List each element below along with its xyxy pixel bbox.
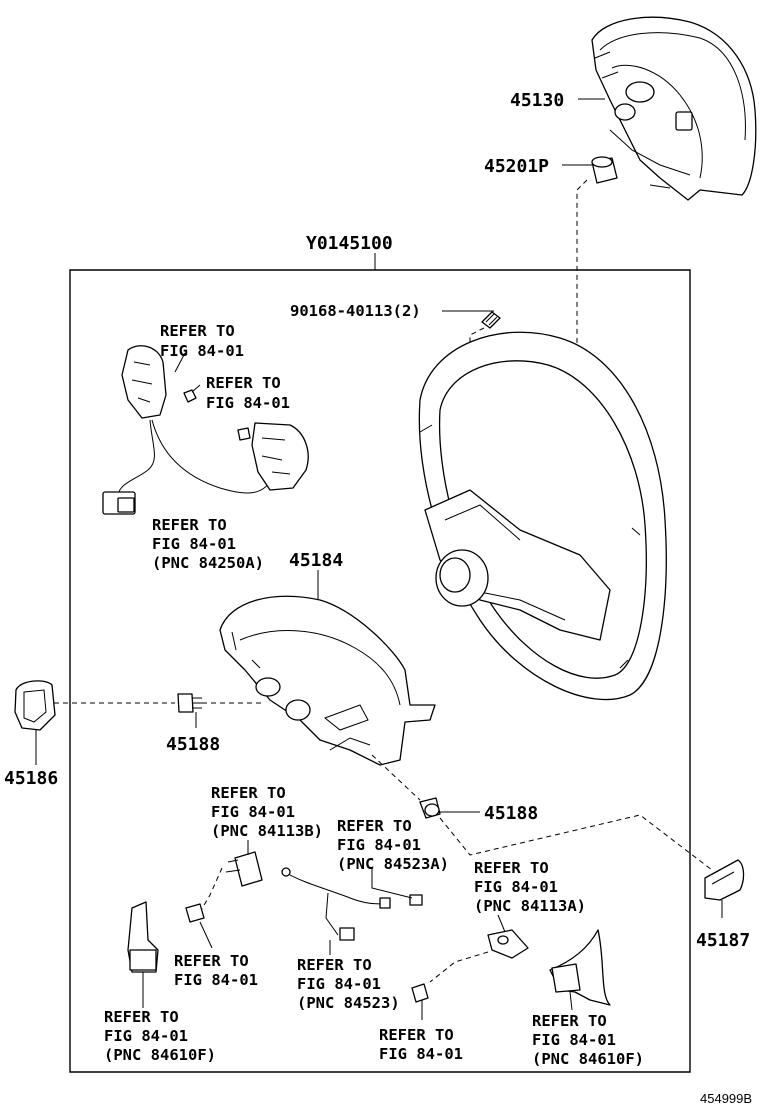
left-cover: 45186 (4, 680, 262, 789)
refer-11-line2: FIG 84-01 (532, 1031, 616, 1049)
wheel-bolt: 90168-40113(2) (290, 302, 501, 345)
refer-7-line1: REFER TO (174, 952, 249, 970)
refer-7-line2: FIG 84-01 (174, 971, 258, 989)
airbag-assembly: 45130 (510, 16, 757, 201)
refer-4-line2: FIG 84-01 (211, 803, 295, 821)
refer-9-line1: REFER TO (104, 1008, 179, 1026)
refer-2-line1: REFER TO (206, 374, 281, 392)
refer-4-line1: REFER TO (211, 784, 286, 802)
lower-cover: 45184 (219, 550, 436, 766)
refer-5-line1: REFER TO (337, 817, 412, 835)
refer-10-line1: REFER TO (379, 1026, 454, 1044)
refer-8-line1: REFER TO (297, 956, 372, 974)
screw-left-part-number: 45188 (166, 734, 220, 755)
refer-9-line3: (PNC 84610F) (104, 1046, 216, 1064)
refer-label-6: REFER TO FIG 84-01 (PNC 84113A) (474, 859, 586, 915)
refer-label-1: REFER TO FIG 84-01 (160, 322, 244, 360)
refer-3-line1: REFER TO (152, 516, 227, 534)
steering-wheel (418, 331, 667, 701)
right-cover: 45187 (696, 859, 750, 951)
figure-id: 454999B (700, 1091, 752, 1106)
refer-5-line2: FIG 84-01 (337, 836, 421, 854)
lower-cover-part-number: 45184 (289, 550, 343, 571)
screw-left: 45188 (166, 693, 220, 755)
refer-3-line3: (PNC 84250A) (152, 554, 264, 572)
refer-3-line2: FIG 84-01 (152, 535, 236, 553)
refer-10-line2: FIG 84-01 (379, 1045, 463, 1063)
refer-label-2: REFER TO FIG 84-01 (206, 374, 290, 412)
refer-8-line3: (PNC 84523) (297, 994, 400, 1012)
lower-switch-parts (127, 840, 611, 1020)
refer-4-line3: (PNC 84113B) (211, 822, 323, 840)
refer-8-line2: FIG 84-01 (297, 975, 381, 993)
screw-right: 45188 (371, 754, 713, 871)
refer-label-4: REFER TO FIG 84-01 (PNC 84113B) (211, 784, 323, 840)
refer-label-9: REFER TO FIG 84-01 (PNC 84610F) (104, 1008, 216, 1064)
refer-2-line2: FIG 84-01 (206, 394, 290, 412)
refer-9-line2: FIG 84-01 (104, 1027, 188, 1045)
airbag-part-number: 45130 (510, 90, 564, 111)
assembly-number-label: Y0145100 (306, 233, 393, 254)
refer-label-10: REFER TO FIG 84-01 (379, 1026, 463, 1063)
switch-harness (102, 345, 309, 515)
refer-5-line3: (PNC 84523A) (337, 855, 449, 873)
refer-6-line2: FIG 84-01 (474, 878, 558, 896)
refer-1-line1: REFER TO (160, 322, 235, 340)
left-cover-part-number: 45186 (4, 768, 58, 789)
bushing-part-number: 45201P (484, 156, 549, 177)
refer-1-line2: FIG 84-01 (160, 342, 244, 360)
refer-6-line3: (PNC 84113A) (474, 897, 586, 915)
assembly-frame: Y0145100 (69, 233, 691, 1073)
bolt-part-number: 90168-40113(2) (290, 302, 421, 320)
refer-label-5: REFER TO FIG 84-01 (PNC 84523A) (337, 817, 449, 873)
refer-label-3: REFER TO FIG 84-01 (PNC 84250A) (152, 516, 264, 572)
refer-11-line1: REFER TO (532, 1012, 607, 1030)
right-cover-part-number: 45187 (696, 930, 750, 951)
refer-label-8: REFER TO FIG 84-01 (PNC 84523) (297, 956, 400, 1012)
refer-label-11: REFER TO FIG 84-01 (PNC 84610F) (532, 1012, 644, 1068)
screw-right-part-number: 45188 (484, 803, 538, 824)
refer-6-line1: REFER TO (474, 859, 549, 877)
refer-11-line3: (PNC 84610F) (532, 1050, 644, 1068)
refer-label-7: REFER TO FIG 84-01 (174, 952, 258, 989)
